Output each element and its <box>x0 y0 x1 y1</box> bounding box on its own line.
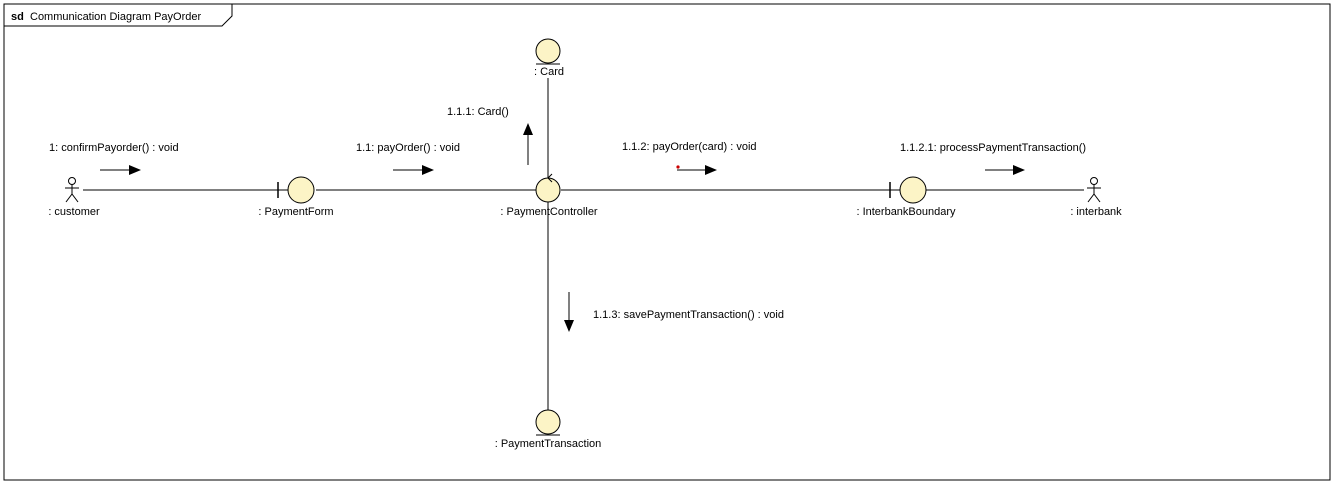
message-1-1-2-1-label: 1.1.2.1: processPaymentTransaction() <box>900 142 1086 154</box>
interbank-label: : interbank <box>1070 206 1122 218</box>
paymenttransaction-entity-icon[interactable] <box>535 409 561 436</box>
customer-label: : customer <box>48 206 100 218</box>
paymenttransaction-label: : PaymentTransaction <box>495 438 602 450</box>
message-1-1-2-label: 1.1.2: payOrder(card) : void <box>622 141 757 153</box>
card-entity-icon[interactable] <box>535 38 561 65</box>
paymentcontroller-label: : PaymentController <box>500 206 598 218</box>
frame-keyword: sd <box>11 11 24 23</box>
diagram-frame <box>3 3 1331 481</box>
message-1-1-1-arrow-icon <box>523 123 533 165</box>
card-label: : Card <box>534 66 564 78</box>
message-1-1-1-label: 1.1.1: Card() <box>447 106 509 118</box>
message-1-1-label: 1.1: payOrder() : void <box>356 142 460 154</box>
message-1-label: 1: confirmPayorder() : void <box>49 142 179 154</box>
message-1-1-arrow-icon <box>393 165 434 175</box>
message-1-1-3-arrow-icon <box>564 292 574 332</box>
selection-marker-dot <box>676 165 680 169</box>
message-1-1-3-label: 1.1.3: savePaymentTransaction() : void <box>593 309 784 321</box>
customer-actor-icon[interactable] <box>65 177 79 203</box>
message-1-arrow-icon <box>100 165 141 175</box>
interbankboundary-boundary-icon[interactable] <box>889 176 927 204</box>
paymentform-label: : PaymentForm <box>258 206 333 218</box>
interbank-actor-icon[interactable] <box>1087 177 1101 203</box>
message-1-1-2-1-arrow-icon <box>985 165 1025 175</box>
message-1-1-2-arrow-icon <box>676 165 717 175</box>
paymentcontroller-control-icon[interactable] <box>535 173 561 203</box>
frame-title: Communication Diagram PayOrder <box>30 11 202 23</box>
interbankboundary-label: : InterbankBoundary <box>856 206 956 218</box>
paymentform-boundary-icon[interactable] <box>277 176 315 204</box>
frame-title-tab <box>4 4 233 27</box>
